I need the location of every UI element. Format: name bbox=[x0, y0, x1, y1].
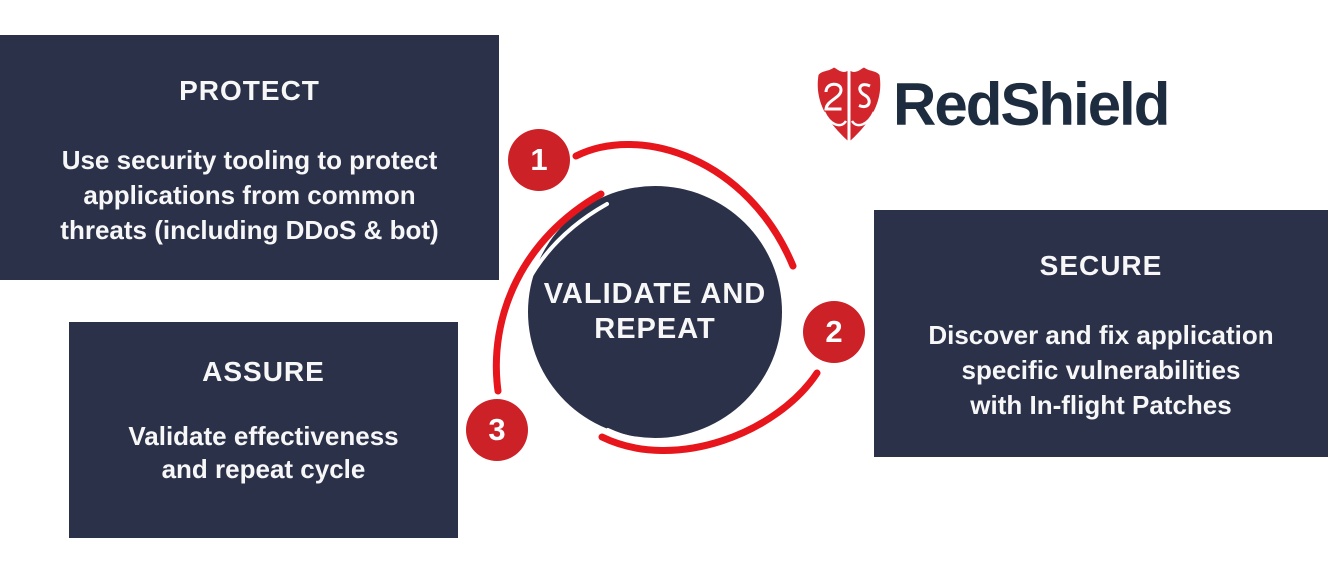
step-badge-3: 3 bbox=[466, 399, 528, 461]
step-badge-1: 1 bbox=[508, 129, 570, 191]
step-secure-description: Discover and fix application specific vu… bbox=[928, 320, 1274, 420]
redshield-logo: RedShield bbox=[815, 60, 1170, 148]
step-protect-description: Use security tooling to protect applicat… bbox=[60, 145, 439, 245]
step-assure-title: ASSURE bbox=[202, 356, 325, 387]
step-box-assure: ASSURE Validate effectiveness and repeat… bbox=[69, 322, 458, 538]
step-protect-title: PROTECT bbox=[179, 75, 320, 106]
brand-name: RedShield bbox=[893, 70, 1170, 138]
step-badge-2: 2 bbox=[803, 301, 865, 363]
step-assure-description: Validate effectiveness and repeat cycle bbox=[128, 421, 399, 484]
validate-repeat-circle: VALIDATE AND REPEAT bbox=[528, 186, 782, 438]
step-box-protect: PROTECT Use security tooling to protect … bbox=[0, 35, 499, 280]
step-secure-title: SECURE bbox=[1039, 250, 1163, 281]
validate-repeat-label: VALIDATE AND REPEAT bbox=[543, 278, 767, 345]
step-box-secure: SECURE Discover and fix application spec… bbox=[874, 210, 1328, 457]
redshield-shield-icon bbox=[817, 67, 881, 141]
